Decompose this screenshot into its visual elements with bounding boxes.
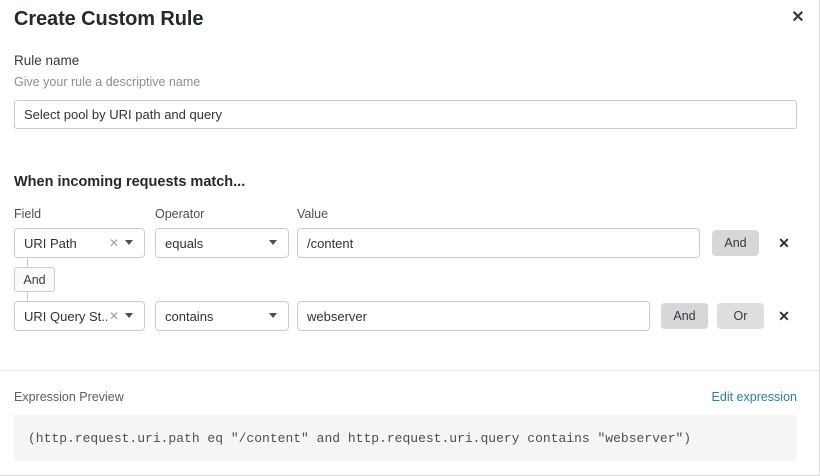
- field-select-value-row1: URI Path: [24, 235, 77, 251]
- expression-preview-box: (http.request.uri.path eq "/content" and…: [14, 415, 797, 461]
- connector-line-bottom: [27, 291, 28, 301]
- clear-x-icon[interactable]: ✕: [108, 308, 119, 323]
- delete-x-icon[interactable]: ✕: [778, 308, 790, 324]
- match-section-heading: When incoming requests match...: [14, 174, 246, 190]
- operator-select-value-row1: equals: [165, 235, 204, 251]
- connector-line-top: [27, 258, 28, 268]
- logic-and-button-row1[interactable]: And: [712, 230, 759, 256]
- field-select-value-row2: URI Query St...: [24, 308, 107, 324]
- condition-row: URI Path ✕ equals And ✕: [0, 228, 820, 258]
- field-select-row1[interactable]: URI Path ✕: [14, 228, 145, 258]
- field-select-row2[interactable]: URI Query St... ✕: [14, 301, 145, 331]
- rule-name-label: Rule name: [14, 53, 80, 68]
- logic-connector-and[interactable]: And: [14, 267, 55, 292]
- chevron-down-icon: [125, 313, 134, 319]
- chevron-down-icon: [269, 240, 278, 246]
- rule-name-description: Give your rule a descriptive name: [14, 75, 201, 89]
- chevron-down-icon: [269, 313, 278, 319]
- rule-name-input[interactable]: [14, 100, 797, 129]
- logic-and-button-row2[interactable]: And: [661, 303, 708, 329]
- close-icon[interactable]: ✕: [791, 9, 805, 26]
- expression-preview-label: Expression Preview: [14, 390, 124, 404]
- logic-or-button-row2[interactable]: Or: [717, 303, 764, 329]
- value-input-row1[interactable]: [297, 228, 700, 258]
- expression-preview-code: (http.request.uri.path eq "/content" and…: [28, 430, 692, 446]
- chevron-down-icon: [125, 240, 134, 246]
- operator-select-value-row2: contains: [165, 308, 214, 324]
- delete-x-icon[interactable]: ✕: [778, 235, 790, 251]
- page-title: Create Custom Rule: [14, 8, 204, 30]
- clear-x-icon[interactable]: ✕: [108, 235, 119, 250]
- column-header-operator: Operator: [155, 207, 205, 221]
- edit-expression-link[interactable]: Edit expression: [711, 390, 797, 404]
- column-header-value: Value: [297, 207, 329, 221]
- column-header-field: Field: [14, 207, 42, 221]
- condition-row: URI Query St... ✕ contains And Or ✕: [0, 301, 820, 331]
- value-input-row2[interactable]: [297, 301, 650, 331]
- operator-select-row2[interactable]: contains: [155, 301, 289, 331]
- section-divider: [0, 370, 820, 371]
- operator-select-row1[interactable]: equals: [155, 228, 289, 258]
